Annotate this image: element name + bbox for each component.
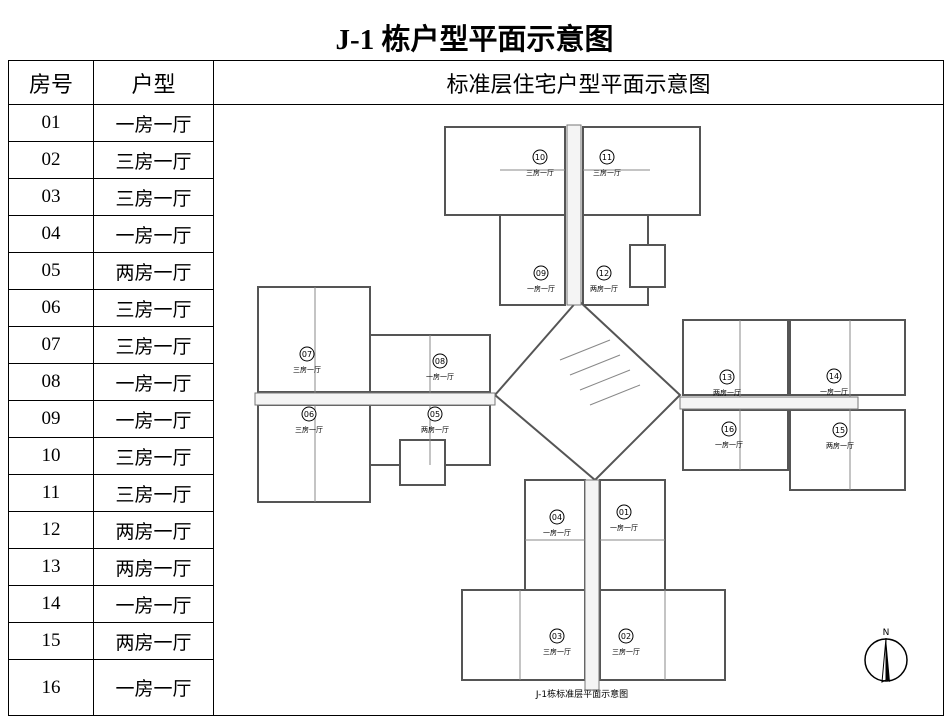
room-no: 15 xyxy=(8,622,94,660)
plan-cell xyxy=(213,104,944,716)
header-type: 户型 xyxy=(93,60,214,105)
unit-type: 三房一厅 xyxy=(93,437,214,475)
room-no: 16 xyxy=(8,659,94,716)
unit-type: 两房一厅 xyxy=(93,622,214,660)
unit-type: 一房一厅 xyxy=(93,363,214,401)
unit-type: 两房一厅 xyxy=(93,511,214,549)
table-header: 房号 户型 标准层住宅户型平面示意图 xyxy=(8,60,944,105)
room-no: 06 xyxy=(8,289,94,327)
room-no: 01 xyxy=(8,104,94,142)
room-no: 14 xyxy=(8,585,94,623)
header-room-no: 房号 xyxy=(8,60,94,105)
unit-type: 三房一厅 xyxy=(93,326,214,364)
unit-type: 三房一厅 xyxy=(93,289,214,327)
room-no: 03 xyxy=(8,178,94,216)
page-title: J-1 栋户型平面示意图 xyxy=(335,24,614,56)
unit-type: 两房一厅 xyxy=(93,252,214,290)
unit-type: 两房一厅 xyxy=(93,548,214,586)
room-no: 02 xyxy=(8,141,94,179)
room-no: 04 xyxy=(8,215,94,253)
unit-type: 一房一厅 xyxy=(93,585,214,623)
unit-type: 三房一厅 xyxy=(93,141,214,179)
room-no: 05 xyxy=(8,252,94,290)
header-plan: 标准层住宅户型平面示意图 xyxy=(213,60,944,105)
unit-type: 一房一厅 xyxy=(93,215,214,253)
unit-type: 一房一厅 xyxy=(93,400,214,438)
unit-type: 一房一厅 xyxy=(93,659,214,716)
unit-type: 一房一厅 xyxy=(93,104,214,142)
room-no: 10 xyxy=(8,437,94,475)
room-no: 08 xyxy=(8,363,94,401)
room-no: 12 xyxy=(8,511,94,549)
room-no: 07 xyxy=(8,326,94,364)
unit-type: 三房一厅 xyxy=(93,178,214,216)
room-no: 13 xyxy=(8,548,94,586)
room-no: 11 xyxy=(8,474,94,512)
room-no: 09 xyxy=(8,400,94,438)
unit-type: 三房一厅 xyxy=(93,474,214,512)
